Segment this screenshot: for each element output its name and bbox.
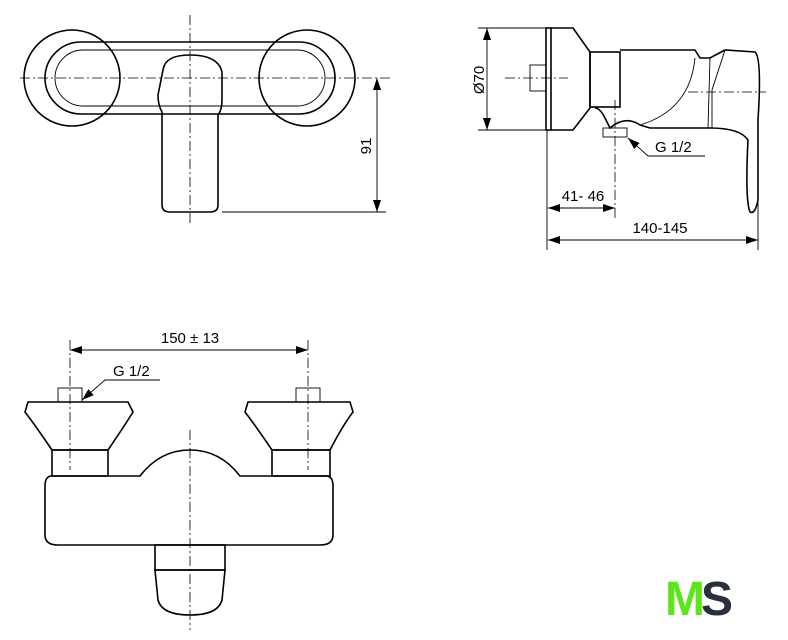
thread-label-side: G 1/2 bbox=[655, 139, 692, 156]
front-view: 150 ± 13 G 1/2 bbox=[24, 330, 354, 630]
dimension-spacing: 150 ± 13 bbox=[161, 330, 219, 347]
logo-letter-m: M bbox=[665, 573, 705, 626]
top-view: 91 bbox=[20, 15, 392, 226]
dimension-diameter: Ø70 bbox=[471, 66, 488, 94]
dimension-offset: 41- 46 bbox=[562, 188, 605, 205]
side-view: Ø70 41- 46 140-145 G 1/2 bbox=[471, 27, 766, 250]
logo-letter-s: S bbox=[700, 573, 733, 626]
dimension-depth: 140-145 bbox=[632, 220, 687, 237]
ms-logo: MS bbox=[665, 572, 733, 627]
thread-label-front: G 1/2 bbox=[113, 363, 150, 380]
dimension-height-91: 91 bbox=[358, 138, 375, 155]
